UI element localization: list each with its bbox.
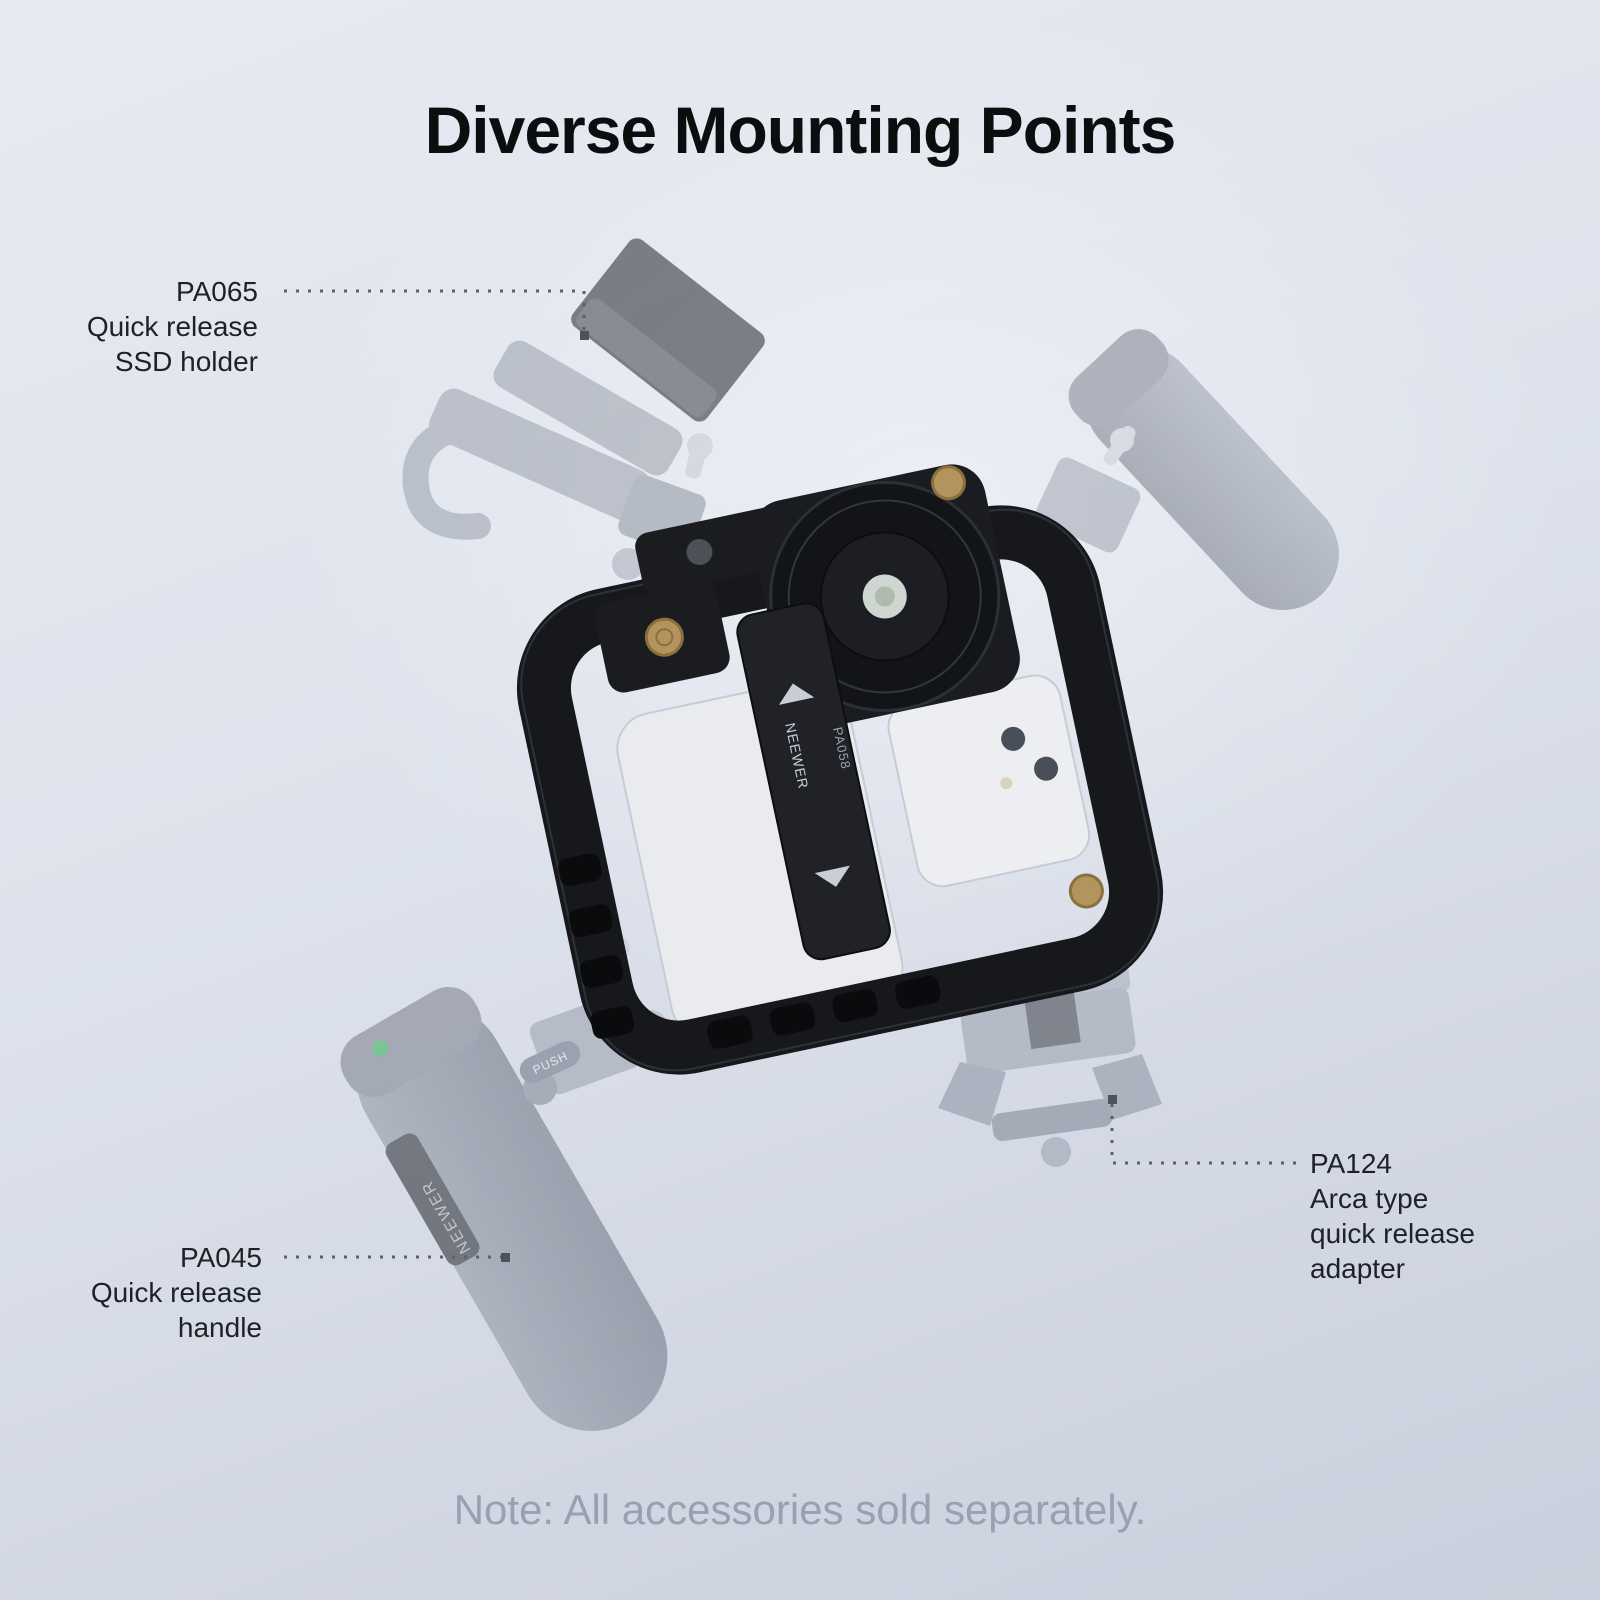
push-lever-body: [519, 1040, 581, 1084]
clamp-arrow-down: [814, 865, 850, 887]
phone-clamp-bar: [736, 602, 891, 961]
leader-endpoint-pa045: [501, 1253, 510, 1262]
leader-lines: [284, 289, 1296, 1259]
callout-code: PA065: [176, 276, 258, 307]
arca-slot: [1024, 992, 1081, 1050]
callout-line: Quick release: [86, 311, 258, 342]
ssd-holder-ghost: [402, 238, 765, 580]
rail-slot: [832, 988, 878, 1023]
clamp-arrow-up: [778, 683, 815, 705]
callout-code: PA124: [1310, 1148, 1392, 1179]
ssd-bracket: [493, 340, 683, 476]
ssd-plate: [571, 238, 765, 422]
ssd-clamp-screw-head: [687, 433, 713, 459]
arca-base: [991, 1098, 1113, 1142]
handle-body: [1085, 345, 1339, 611]
callout-line: Arca type: [1310, 1183, 1429, 1214]
arca-knob: [1041, 1137, 1071, 1167]
leader-line-pa065: [284, 289, 586, 330]
rail-slot: [707, 1015, 753, 1049]
callout-line: quick release: [1310, 1218, 1475, 1249]
page-title: Diverse Mounting Points: [424, 93, 1177, 167]
handle-led: [372, 1040, 389, 1057]
leader-endpoint-pa065: [580, 331, 589, 340]
lens-opening-center: [874, 586, 895, 607]
callout-line: SSD holder: [114, 346, 258, 377]
thumbscrew-gold-detail: [655, 628, 674, 647]
rail-slot: [894, 975, 941, 1009]
callout-line: adapter: [1310, 1253, 1405, 1284]
callout-line: handle: [177, 1312, 262, 1343]
callout-code: PA045: [180, 1242, 262, 1273]
leader-endpoint-pa124: [1108, 1095, 1117, 1104]
rail-slot: [568, 904, 613, 938]
callout-pa065: PA065 Quick release SSD holder: [40, 274, 258, 379]
handle-body: [356, 1003, 668, 1431]
handle-cap: [340, 986, 482, 1098]
callout-pa045: PA045 Quick release handle: [44, 1240, 262, 1345]
handle-clamp-screw-head: [1110, 428, 1134, 452]
leader-endpoints: [501, 331, 1117, 1262]
phone-camera-lens: [1001, 726, 1026, 751]
top-plate-screw: [686, 539, 713, 566]
ssd-knob: [612, 548, 644, 580]
callout-line: Quick release: [90, 1277, 262, 1308]
thumbscrew-gold: [1068, 873, 1104, 909]
phone-camera-flash: [1000, 777, 1013, 790]
callout-pa124: PA124 Arca type quick release adapter: [1310, 1146, 1570, 1286]
phone-cage: NEEWER PA058: [516, 464, 1164, 1075]
ssd-plate-lip: [576, 298, 717, 418]
disclaimer-note: Note: All accessories sold separately.: [453, 1486, 1147, 1533]
handle-cap: [1068, 329, 1169, 427]
rail-slot: [558, 853, 602, 887]
thumbscrew-gold: [644, 617, 684, 657]
phone-camera-lens: [1034, 756, 1059, 781]
leader-line-pa124: [1110, 1102, 1296, 1165]
arca-wing: [938, 1062, 1006, 1126]
rail-slot: [579, 955, 624, 988]
thumbscrew-gold: [930, 465, 966, 501]
rail-slot: [590, 1006, 635, 1039]
rail-slot: [769, 1002, 816, 1036]
ssd-hook: [402, 411, 491, 540]
handle-brand-band: [385, 1133, 480, 1266]
